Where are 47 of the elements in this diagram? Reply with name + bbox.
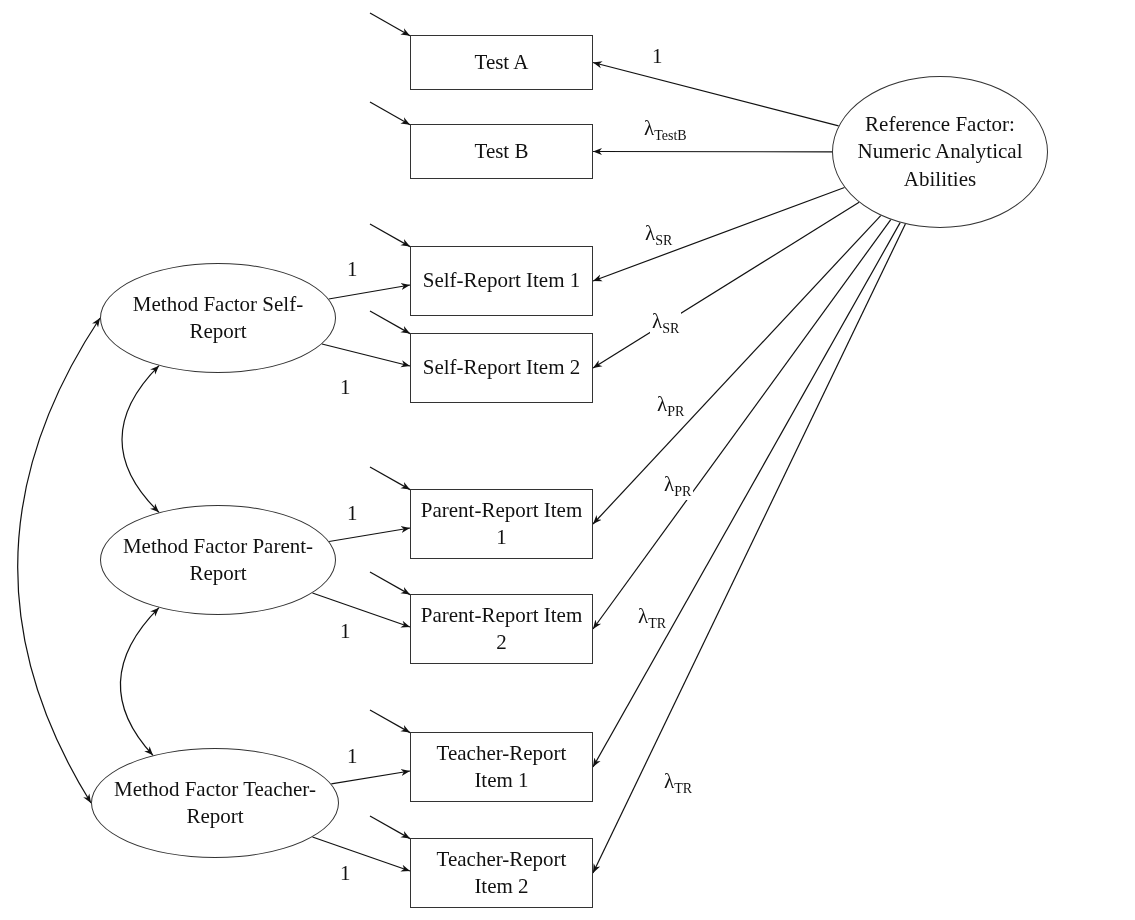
observed-variable-box (410, 35, 593, 90)
observed-variable-box (410, 489, 593, 559)
observed-variable-box (410, 333, 593, 403)
node-label: Method Factor Parent-Report (121, 532, 315, 587)
observed-variable-box (410, 246, 593, 316)
observed-variable-box (410, 838, 593, 908)
arrow (592, 219, 892, 630)
edge-label: λ$_{SR}$ (650, 310, 682, 337)
arrow (311, 836, 411, 872)
arrow (311, 592, 411, 628)
error-arrow (369, 466, 411, 491)
arrow (592, 61, 840, 127)
node-label: Reference Factor: Numeric Analytical Abilities (856, 111, 1024, 193)
error-arrow (369, 709, 411, 734)
covariance-arrow (121, 365, 160, 513)
arrow (328, 283, 411, 300)
error-arrow (369, 101, 411, 126)
arrow (592, 147, 833, 156)
arrow (328, 525, 411, 543)
node-label: Teacher-Report Item 2 (435, 845, 568, 900)
node-label: Teacher-Report Item 1 (435, 739, 568, 794)
error-arrow (369, 815, 411, 840)
arrow (592, 186, 846, 282)
error-arrow (369, 12, 411, 37)
node-label: Method Factor Teacher-Report (113, 775, 317, 830)
node-label: Test A (474, 48, 529, 76)
edge-label: λ$_{PR}$ (662, 473, 694, 500)
observed-variable-box (410, 594, 593, 664)
node-label: Parent-Report Item 2 (420, 601, 583, 656)
node-label: Parent-Report Item 1 (420, 496, 583, 551)
covariance-arrow (119, 607, 160, 756)
arrow (592, 214, 882, 525)
observed-variable-box (410, 732, 593, 802)
node-label: Self-Report Item 2 (422, 354, 581, 382)
error-arrow (369, 223, 411, 248)
error-arrow (369, 571, 411, 596)
node-label: Test B (474, 137, 529, 165)
arrow (592, 201, 860, 369)
covariance-arrow (17, 317, 101, 804)
node-label: Self-Report Item 1 (422, 267, 581, 295)
arrow (592, 223, 906, 874)
node-label: Method Factor Self-Report (131, 290, 305, 345)
arrow (592, 222, 901, 768)
arrow (330, 768, 411, 785)
error-arrow (369, 310, 411, 335)
arrow (321, 343, 411, 368)
observed-variable-box (410, 124, 593, 179)
